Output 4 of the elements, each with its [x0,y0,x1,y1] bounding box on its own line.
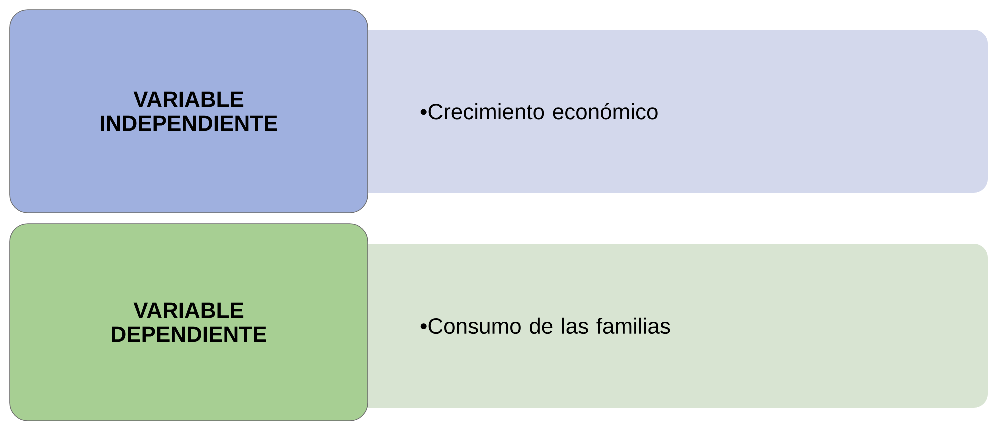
variable-box: VARIABLE INDEPENDIENTE [10,10,368,214]
content-band: •Crecimiento económico [340,30,988,193]
content-band: •Consumo de las familias [340,244,988,408]
variable-box: VARIABLE DEPENDIENTE [10,224,368,422]
